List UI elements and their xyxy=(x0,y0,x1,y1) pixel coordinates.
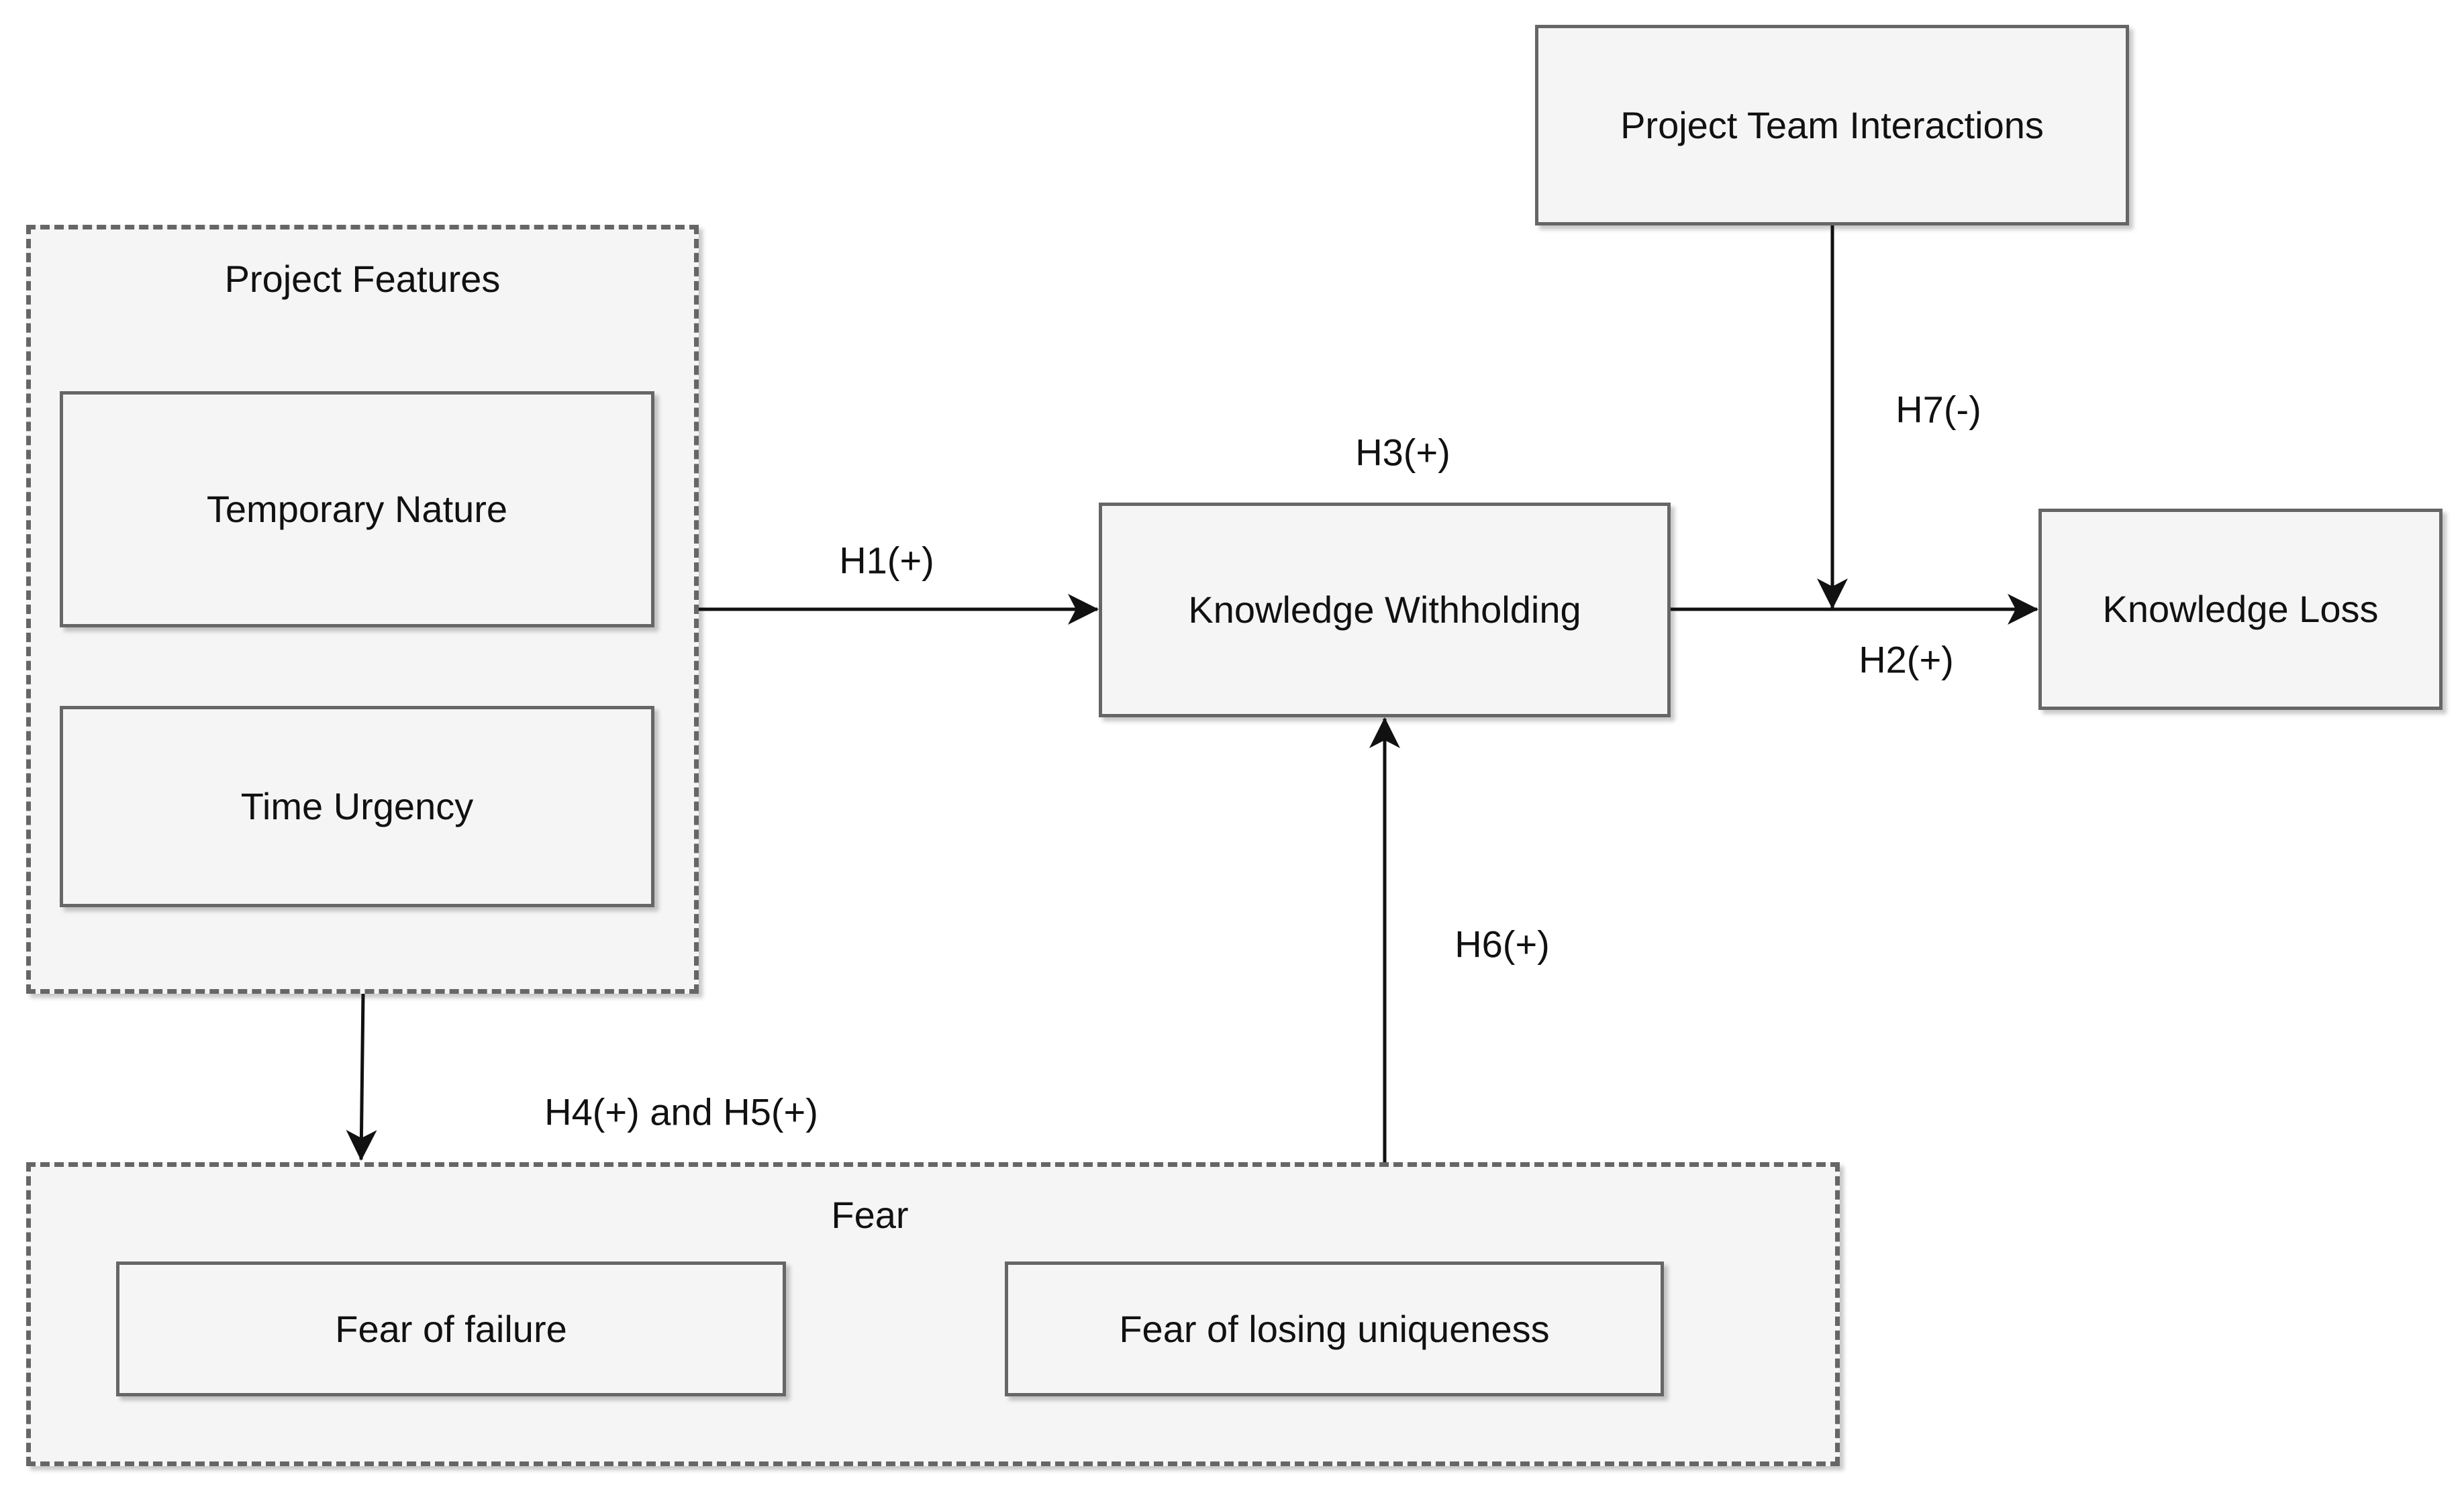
project-team-interactions-box: Project Team Interactions xyxy=(1535,25,2129,225)
knowledge-withholding-label: Knowledge Withholding xyxy=(1188,588,1581,631)
temporary-nature-label: Temporary Nature xyxy=(206,488,508,531)
knowledge-loss-label: Knowledge Loss xyxy=(2102,588,2379,631)
fear-of-losing-uniqueness-label: Fear of losing uniqueness xyxy=(1119,1307,1550,1350)
edge-label-h2: H2(+) xyxy=(1859,638,1954,681)
project-features-title: Project Features xyxy=(224,258,501,300)
edge-label-h3: H3(+) xyxy=(1355,431,1450,474)
fear-title: Fear xyxy=(831,1194,909,1236)
fear-of-failure-label: Fear of failure xyxy=(335,1307,567,1350)
fear-of-losing-uniqueness-box: Fear of losing uniqueness xyxy=(1005,1262,1664,1396)
edge-h4-h5 xyxy=(346,993,377,1161)
edge-label-h4-h5: H4(+) and H5(+) xyxy=(544,1090,818,1133)
temporary-nature-box: Temporary Nature xyxy=(60,391,654,627)
time-urgency-label: Time Urgency xyxy=(240,785,474,828)
knowledge-loss-box: Knowledge Loss xyxy=(2038,509,2443,710)
time-urgency-box: Time Urgency xyxy=(60,706,654,907)
edge-label-h6: H6(+) xyxy=(1455,923,1550,966)
knowledge-withholding-box: Knowledge Withholding xyxy=(1099,503,1671,717)
edge-label-h1: H1(+) xyxy=(839,539,934,582)
edge-label-h7: H7(-) xyxy=(1895,388,1981,431)
project-team-interactions-label: Project Team Interactions xyxy=(1620,103,2044,146)
fear-of-failure-box: Fear of failure xyxy=(116,1262,786,1396)
